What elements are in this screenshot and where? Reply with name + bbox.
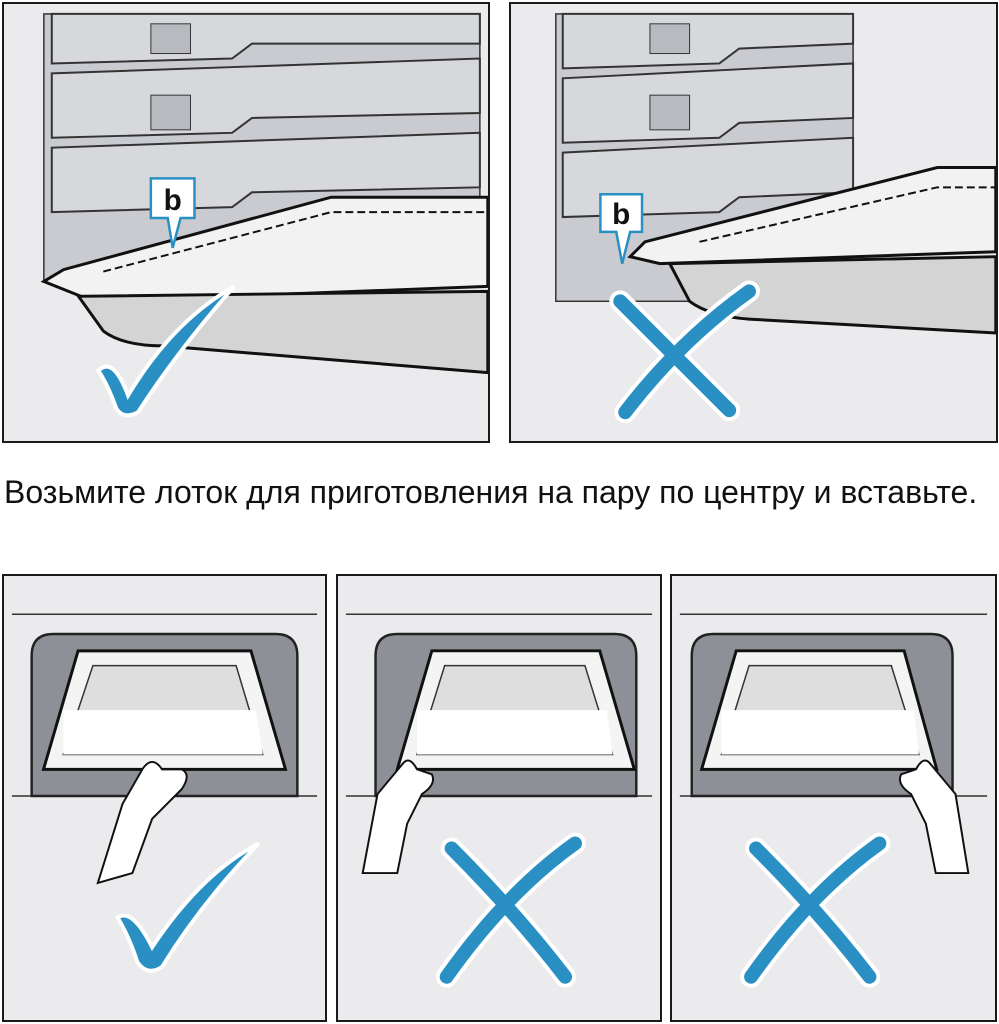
top-panel-correct: b (2, 2, 490, 443)
bottom-panel-center-grip (2, 574, 327, 1022)
oven-tray-illustration (679, 613, 988, 988)
oven-tray-illustration (345, 613, 653, 988)
bottom-panel-right-grip (670, 574, 997, 1022)
instruction-text: Возьмите лоток для приготовления на пару… (4, 474, 978, 510)
callout-label: b (164, 184, 182, 217)
cross-icon (744, 836, 887, 984)
rack-tray-illustration: b (555, 12, 996, 424)
rack-tray-illustration: b (40, 12, 488, 418)
callout-b (149, 177, 196, 249)
check-icon (114, 841, 261, 973)
bottom-panel-left-grip (336, 574, 662, 1022)
cross-icon (439, 836, 582, 984)
check-icon (95, 284, 236, 418)
oven-tray-illustration (11, 613, 318, 973)
callout-label: b (612, 198, 630, 231)
top-panel-incorrect: b (509, 2, 998, 443)
